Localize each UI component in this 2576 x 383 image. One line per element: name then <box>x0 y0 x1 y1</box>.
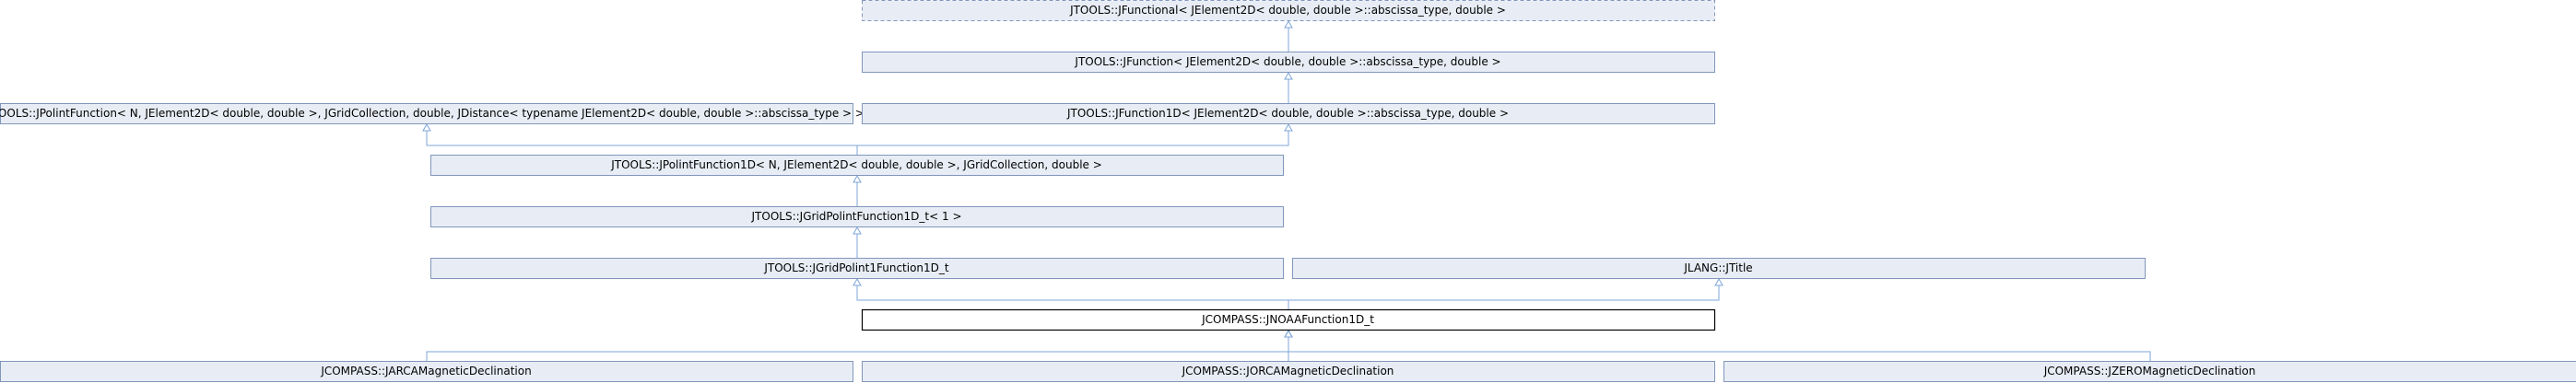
class-box <box>430 258 1284 279</box>
class-node-jzero[interactable]: JCOMPASS::JZEROMagneticDeclination <box>1723 361 2576 382</box>
inheritance-edge <box>1288 285 1720 309</box>
inheritance-arrowhead <box>1714 277 1723 286</box>
class-box <box>0 103 853 124</box>
class-label: JCOMPASS::JZEROMagneticDeclination <box>2043 365 2256 377</box>
class-box <box>430 206 1284 227</box>
class-box <box>862 103 1715 124</box>
inheritance-edge <box>426 131 858 155</box>
class-node-jnoaafunction1d_t[interactable]: JCOMPASS::JNOAAFunction1D_t <box>861 308 1716 331</box>
class-node-jfunction[interactable]: JTOOLS::JFunction< JElement2D< double, d… <box>862 52 1715 73</box>
class-label: JTOOLS::JGridPolint1Function1D_t <box>763 261 949 274</box>
class-label: JCOMPASS::JORCAMagneticDeclination <box>1182 365 1394 377</box>
inheritance-arrowhead <box>853 174 862 183</box>
class-label: JCOMPASS::JNOAAFunction1D_t <box>1201 313 1374 326</box>
inheritance-arrowhead <box>422 122 431 132</box>
class-box <box>862 52 1715 73</box>
inheritance-edge <box>856 285 1289 309</box>
class-box <box>862 0 1715 21</box>
class-label: JTOOLS::JFunction1D< JElement2D< double,… <box>1066 107 1509 120</box>
class-node-jpolintfunction[interactable]: JTOOLS::JPolintFunction< N, JElement2D< … <box>0 103 865 124</box>
class-label: JTOOLS::JPolintFunction< N, JElement2D< … <box>0 107 865 120</box>
class-box <box>1723 361 2576 382</box>
class-node-jorca[interactable]: JCOMPASS::JORCAMagneticDeclination <box>862 361 1715 382</box>
inheritance-arrowhead <box>1284 329 1293 338</box>
class-label: JTOOLS::JPolintFunction1D< N, JElement2D… <box>610 158 1102 171</box>
class-box <box>0 361 853 382</box>
inheritance-edge <box>1288 337 2151 361</box>
class-label: JTOOLS::JGridPolintFunction1D_t< 1 > <box>751 210 962 223</box>
inheritance-arrowhead <box>1284 329 1293 338</box>
class-node-jgridpolint1function1d_t[interactable]: JTOOLS::JGridPolint1Function1D_t <box>430 258 1284 279</box>
edges-layer <box>422 19 2151 361</box>
class-node-jfunctional[interactable]: JTOOLS::JFunctional< JElement2D< double,… <box>862 0 1715 21</box>
inheritance-edge <box>426 337 1289 361</box>
class-label: JTOOLS::JFunctional< JElement2D< double,… <box>1069 4 1506 17</box>
class-label: JCOMPASS::JARCAMagneticDeclination <box>320 365 531 377</box>
class-node-jtitle[interactable]: JLANG::JTitle <box>1292 258 2146 279</box>
inheritance-arrowhead <box>853 277 862 286</box>
inheritance-arrowhead <box>853 226 862 235</box>
class-node-jfunction1d[interactable]: JTOOLS::JFunction1D< JElement2D< double,… <box>862 103 1715 124</box>
inheritance-arrowhead <box>1284 122 1293 132</box>
class-box <box>430 155 1284 176</box>
inheritance-edge <box>856 131 1289 155</box>
inheritance-arrowhead <box>1284 71 1293 80</box>
class-node-jarca[interactable]: JCOMPASS::JARCAMagneticDeclination <box>0 361 853 382</box>
class-label: JTOOLS::JFunction< JElement2D< double, d… <box>1074 55 1500 68</box>
inheritance-arrowhead <box>1284 329 1293 338</box>
inheritance-arrowhead <box>1284 19 1293 29</box>
class-box <box>862 361 1715 382</box>
class-box <box>1292 258 2146 279</box>
class-box <box>861 308 1716 331</box>
class-label: JLANG::JTitle <box>1683 261 1752 274</box>
class-node-jgridpolintfunction1d_t[interactable]: JTOOLS::JGridPolintFunction1D_t< 1 > <box>430 206 1284 227</box>
class-node-jpolintfunction1d[interactable]: JTOOLS::JPolintFunction1D< N, JElement2D… <box>430 155 1284 176</box>
